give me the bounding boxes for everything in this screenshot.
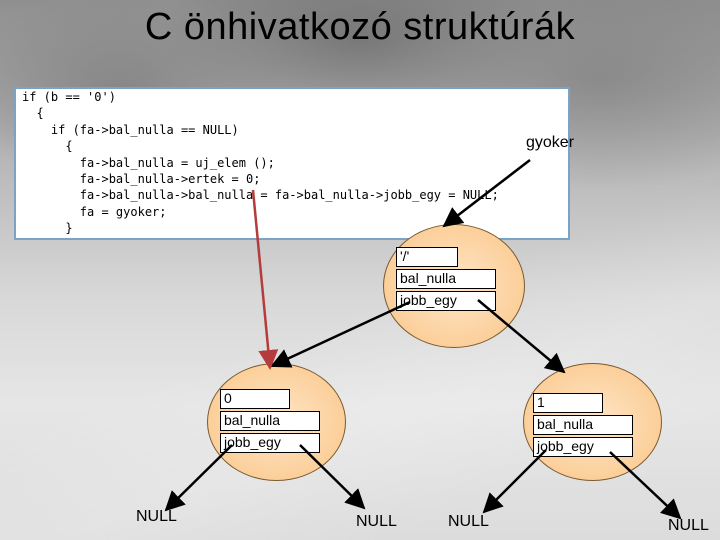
root-left-arrow	[272, 302, 410, 366]
left-right-null-arrow	[300, 445, 364, 508]
gyoker-arrow	[444, 160, 530, 226]
red-pointer-arrow	[253, 190, 270, 368]
right-left-null-arrow	[484, 450, 546, 512]
root-right-arrow	[478, 300, 564, 372]
right-right-null-arrow	[610, 452, 680, 518]
left-null-arrow	[166, 445, 232, 510]
